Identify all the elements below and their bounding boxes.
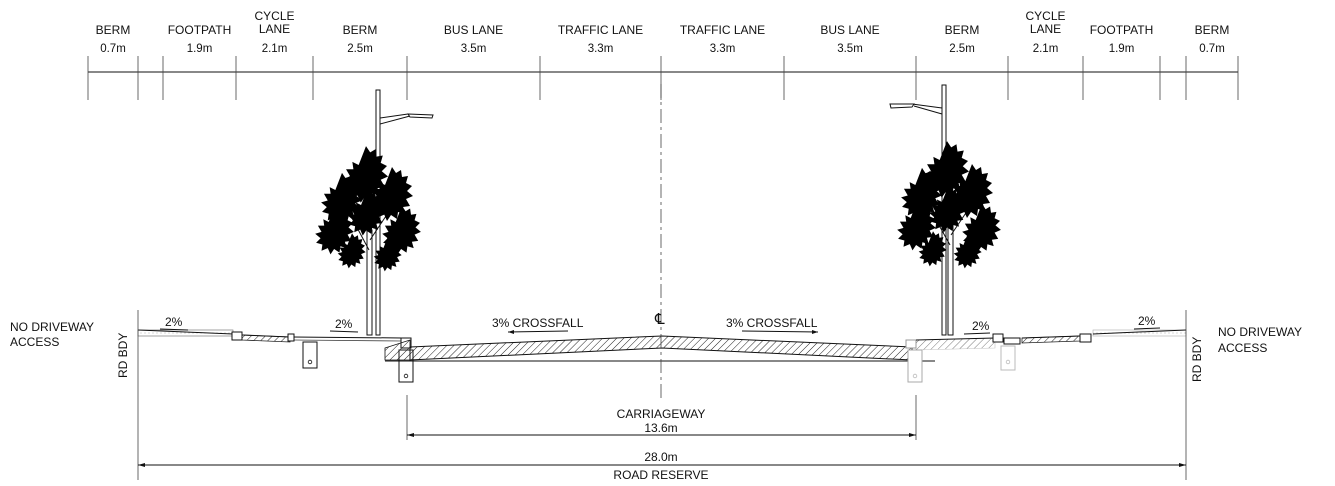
segment-title: BERM	[945, 23, 980, 37]
centreline-symbol: ℄	[654, 311, 665, 328]
segment-width: 3.3m	[710, 43, 736, 55]
segment-width: 2.1m	[262, 43, 288, 55]
segment-width: 0.7m	[100, 43, 126, 55]
left-note-line-1: NO DRIVEWAY	[10, 320, 94, 334]
segment-ticks	[87, 56, 1239, 100]
slope-left-berm: 2%	[335, 317, 353, 331]
crossfall-left-label: 3% CROSSFALL	[492, 316, 584, 330]
left-boundary-label: RD BDY	[116, 333, 130, 378]
segment-width: 2.1m	[1033, 43, 1059, 55]
segment-width: 2.5m	[949, 43, 975, 55]
carriageway-width: 13.6m	[644, 421, 677, 435]
segment-title: BUS LANE	[444, 23, 503, 37]
segment-title: FOOTPATH	[1090, 23, 1154, 37]
segment-dimension-chain: BERM0.7mFOOTPATH1.9mCYCLELANE2.1mBERM2.5…	[87, 9, 1239, 100]
tree-left	[315, 146, 421, 336]
segment-title: BERM	[1195, 23, 1230, 37]
segment-width: 1.9m	[187, 43, 213, 55]
left-note-line-2: ACCESS	[10, 335, 59, 349]
segment-title: BERM	[343, 23, 378, 37]
segment-title: CYCLE	[1025, 9, 1065, 23]
segment-width: 2.5m	[347, 43, 373, 55]
right-note-line-2: ACCESS	[1218, 341, 1267, 355]
segment-title: CYCLE	[254, 9, 294, 23]
right-boundary-label: RD BDY	[1190, 337, 1204, 382]
segment-title: BERM	[96, 23, 131, 37]
segment-title: BUS LANE	[820, 23, 879, 37]
segment-title: TRAFFIC LANE	[680, 23, 765, 37]
tree-right	[897, 141, 1001, 336]
crossfall-right-label: 3% CROSSFALL	[726, 316, 818, 330]
road-reserve-dimension: 28.0m ROAD RESERVE	[138, 450, 1186, 482]
right-note-line-1: NO DRIVEWAY	[1218, 325, 1302, 339]
segment-width: 3.3m	[588, 43, 614, 55]
slope-left-footpath: 2%	[165, 315, 183, 329]
segment-width: 3.5m	[837, 43, 863, 55]
segment-title: LANE	[259, 22, 290, 36]
carriageway-dimension: CARRIAGEWAY 13.6m	[406, 395, 917, 440]
ground-profile	[137, 329, 1187, 383]
slope-right-footpath: 2%	[1138, 314, 1156, 328]
segment-title: LANE	[1030, 22, 1061, 36]
road-reserve-label: ROAD RESERVE	[613, 468, 708, 482]
segment-title: TRAFFIC LANE	[558, 23, 643, 37]
carriageway-label: CARRIAGEWAY	[617, 407, 706, 421]
slope-right-berm: 2%	[972, 319, 990, 333]
segment-width: 0.7m	[1199, 43, 1225, 55]
road-reserve-width: 28.0m	[644, 450, 677, 464]
segment-width: 1.9m	[1109, 43, 1135, 55]
segment-title: FOOTPATH	[168, 23, 232, 37]
segment-width: 3.5m	[461, 43, 487, 55]
slope-annotations: 2% 2% 3% CROSSFALL 3% CROSSFALL 2% 2%	[159, 314, 1161, 335]
segment-labels: BERM0.7mFOOTPATH1.9mCYCLELANE2.1mBERM2.5…	[96, 9, 1230, 55]
